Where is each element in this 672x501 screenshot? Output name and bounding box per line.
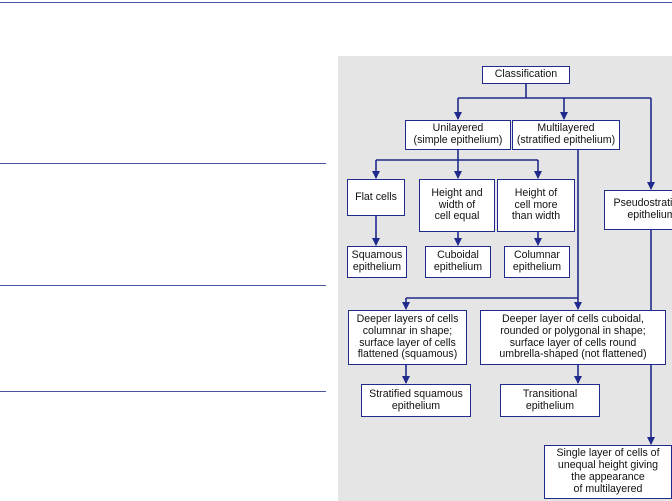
cuboidal-label: Cuboidal epithelium (433, 249, 483, 273)
multilayered-box: Multilayered (stratified epithelium) (512, 120, 620, 150)
single-layer-box: Single layer of cells of unequal height … (544, 445, 672, 499)
classification-label: Classification (494, 68, 558, 81)
unilayered-label: Unilayered (simple epithelium) (413, 122, 503, 146)
divider-rule-2 (0, 285, 326, 286)
flat-cells-box: Flat cells (347, 179, 405, 216)
flat-cells-label: Flat cells (355, 190, 397, 203)
top-rule (0, 2, 672, 3)
multilayered-label: Multilayered (stratified epithelium) (516, 122, 616, 146)
deeper-cuboidal-label: Deeper layer of cells cuboidal, rounded … (499, 312, 647, 361)
height-more-box: Height of cell more than width (497, 179, 575, 232)
height-more-label: Height of cell more than width (511, 186, 561, 223)
classification-box: Classification (482, 66, 570, 84)
columnar-label: Columnar epithelium (512, 249, 562, 273)
height-width-equal-label: Height and width of cell equal (431, 186, 483, 223)
cuboidal-box: Cuboidal epithelium (425, 246, 491, 278)
divider-rule-3 (0, 391, 326, 392)
stratified-squamous-label: Stratified squamous epithelium (369, 387, 463, 412)
deeper-columnar-box: Deeper layers of cells columnar in shape… (348, 310, 467, 365)
transitional-box: Transitional epithelium (500, 384, 600, 417)
single-layer-label: Single layer of cells of unequal height … (556, 447, 660, 495)
pseudostratified-box: Pseudostratified epithelium (604, 190, 672, 230)
deeper-columnar-label: Deeper layers of cells columnar in shape… (356, 312, 459, 361)
height-width-equal-box: Height and width of cell equal (419, 179, 495, 232)
pseudostratified-label: Pseudostratified epithelium (613, 197, 672, 221)
deeper-cuboidal-box: Deeper layer of cells cuboidal, rounded … (480, 310, 666, 365)
squamous-box: Squamous epithelium (347, 246, 407, 278)
unilayered-box: Unilayered (simple epithelium) (405, 120, 511, 150)
squamous-label: Squamous epithelium (351, 249, 403, 273)
transitional-label: Transitional epithelium (522, 387, 578, 412)
divider-rule-1 (0, 163, 326, 164)
columnar-box: Columnar epithelium (504, 246, 570, 278)
stratified-squamous-box: Stratified squamous epithelium (361, 384, 471, 417)
